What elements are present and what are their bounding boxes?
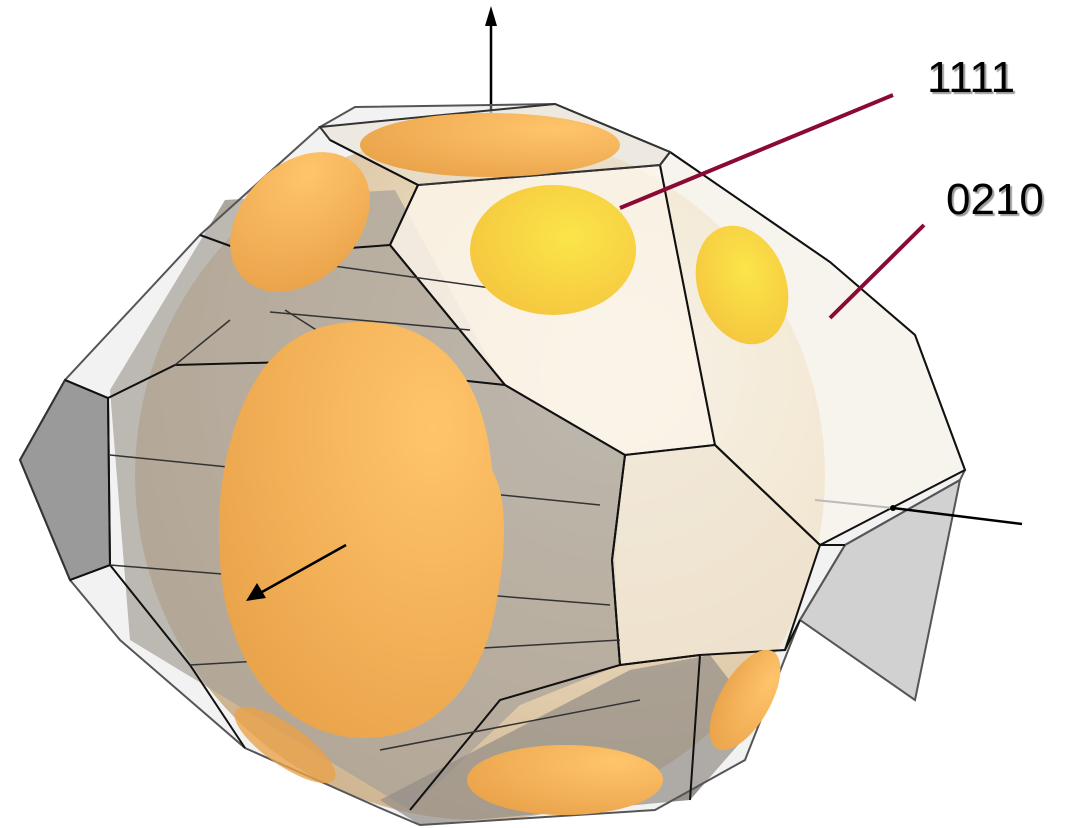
spot-large-front (218, 321, 505, 739)
face-label-0210: 0210 (946, 175, 1044, 224)
spot-lower-right (709, 649, 781, 751)
spot-upper-left (230, 152, 370, 292)
spot-bottom (467, 745, 663, 815)
depth-axis-arrow (246, 543, 347, 601)
leader-line-1111 (619, 93, 894, 210)
spot-lower-left (234, 706, 336, 784)
face-label-1111: 1111 (927, 53, 1016, 102)
spot-1111 (470, 185, 636, 315)
spot-top (360, 113, 620, 177)
face-left-lower (18, 378, 112, 582)
horizontal-axis-line (814, 499, 1023, 526)
face-right-lower (798, 478, 962, 702)
leader-line-0210 (828, 223, 926, 320)
spot-0210 (695, 225, 789, 345)
